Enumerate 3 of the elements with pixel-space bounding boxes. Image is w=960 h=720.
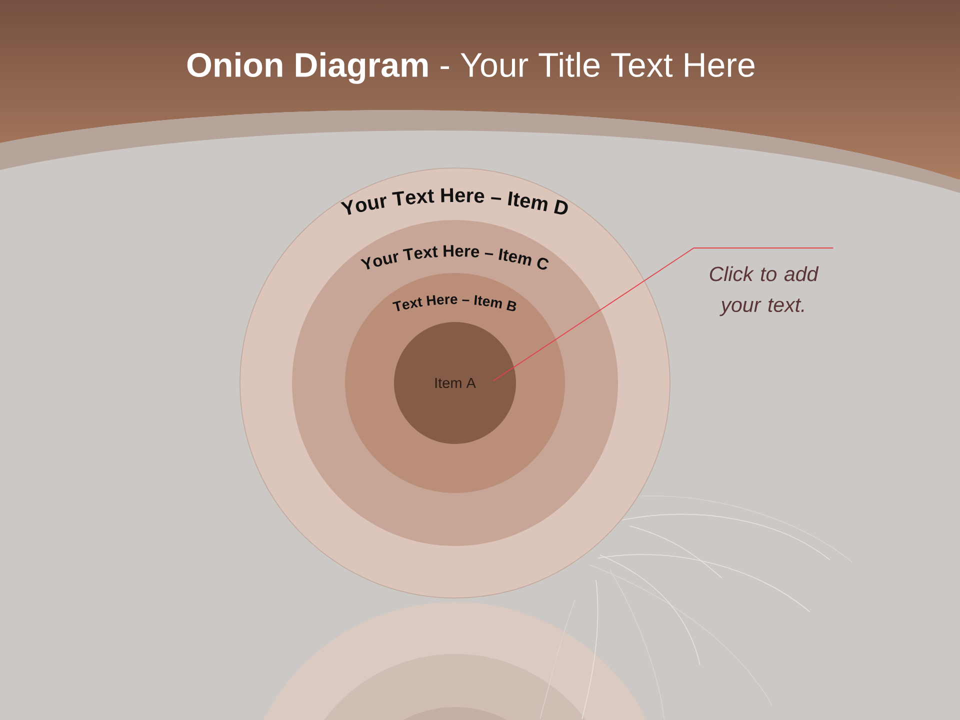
- leader-line: [492, 248, 834, 382]
- slide-title: Onion Diagram - Your Title Text Here: [187, 52, 754, 84]
- callout-text: Click to add your text.: [710, 266, 819, 316]
